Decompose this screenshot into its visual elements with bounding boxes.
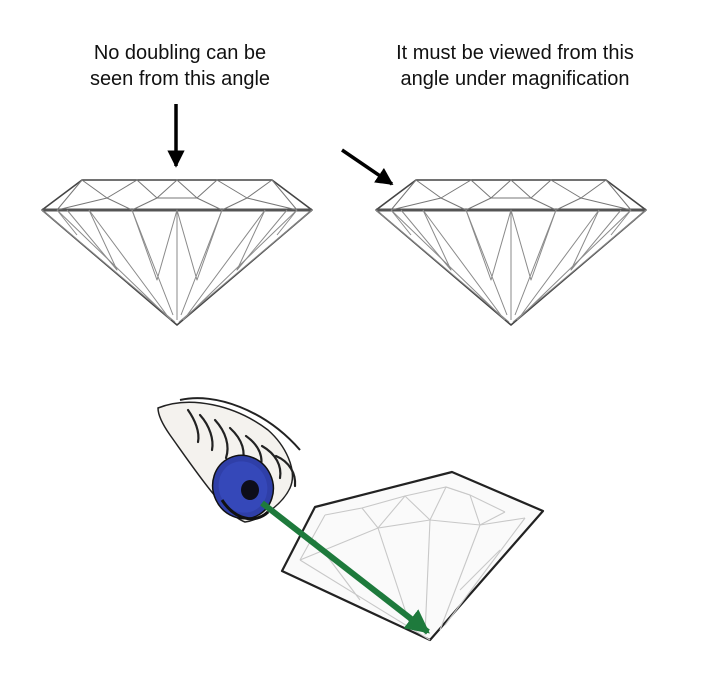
caption-top-view: No doubling can be seen from this angle bbox=[40, 40, 320, 92]
caption-top-view-line1: No doubling can be bbox=[93, 42, 267, 64]
eye-icon bbox=[157, 397, 301, 523]
caption-top-view-line2: seen from this angle bbox=[89, 68, 271, 90]
sight-arrow-icon bbox=[260, 500, 430, 635]
caption-angled-view-line2: angle under magnification bbox=[400, 68, 630, 90]
diamond-left-icon bbox=[40, 178, 314, 327]
angled-arrow-icon bbox=[341, 148, 394, 186]
tilted-diamond-icon bbox=[280, 470, 545, 642]
caption-angled-view-line1: It must be viewed from this bbox=[396, 42, 634, 64]
diamond-right-icon bbox=[374, 178, 648, 327]
caption-angled-view: It must be viewed from this angle under … bbox=[360, 40, 670, 92]
